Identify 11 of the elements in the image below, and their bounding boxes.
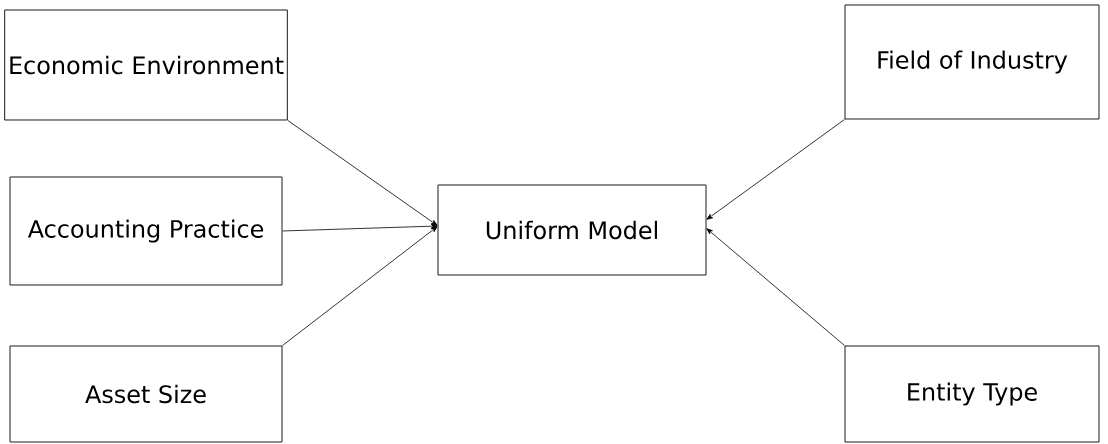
process-box: Accounting Practice (9, 176, 283, 286)
arrow (287, 120, 438, 226)
process-box: Economic Environment (4, 9, 288, 121)
arrow (706, 228, 845, 346)
arrow (282, 223, 438, 232)
arrow (282, 226, 438, 346)
process-box: Entity Type (844, 345, 1100, 443)
process-box: Field of Industry (844, 4, 1100, 120)
process-box: Uniform Model (437, 184, 707, 276)
arrow (706, 119, 845, 220)
process-box: Asset Size (9, 345, 283, 443)
